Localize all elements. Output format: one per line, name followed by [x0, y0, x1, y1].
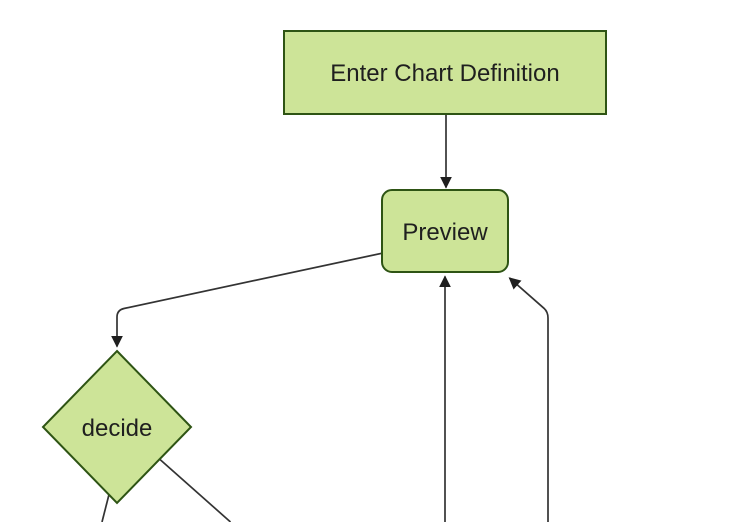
- decide-diamond: [41, 349, 193, 505]
- preview-box: [381, 189, 509, 273]
- edge-preview-to-decide: [111, 252, 384, 348]
- node-enter-chart-definition: Enter Chart Definition: [283, 30, 607, 115]
- edge-decide-to-offscreen-left: [101, 494, 110, 522]
- enter-chart-definition-box: [283, 30, 607, 115]
- decide-label: decide: [82, 415, 153, 442]
- node-preview: Preview: [381, 189, 509, 273]
- edge-bottom-to-preview-corner: [508, 277, 549, 522]
- preview-label: Preview: [402, 219, 488, 246]
- edge-decide-to-offscreen-right: [159, 458, 232, 522]
- enter-chart-definition-label: Enter Chart Definition: [330, 60, 559, 87]
- node-decide: decide: [41, 349, 193, 505]
